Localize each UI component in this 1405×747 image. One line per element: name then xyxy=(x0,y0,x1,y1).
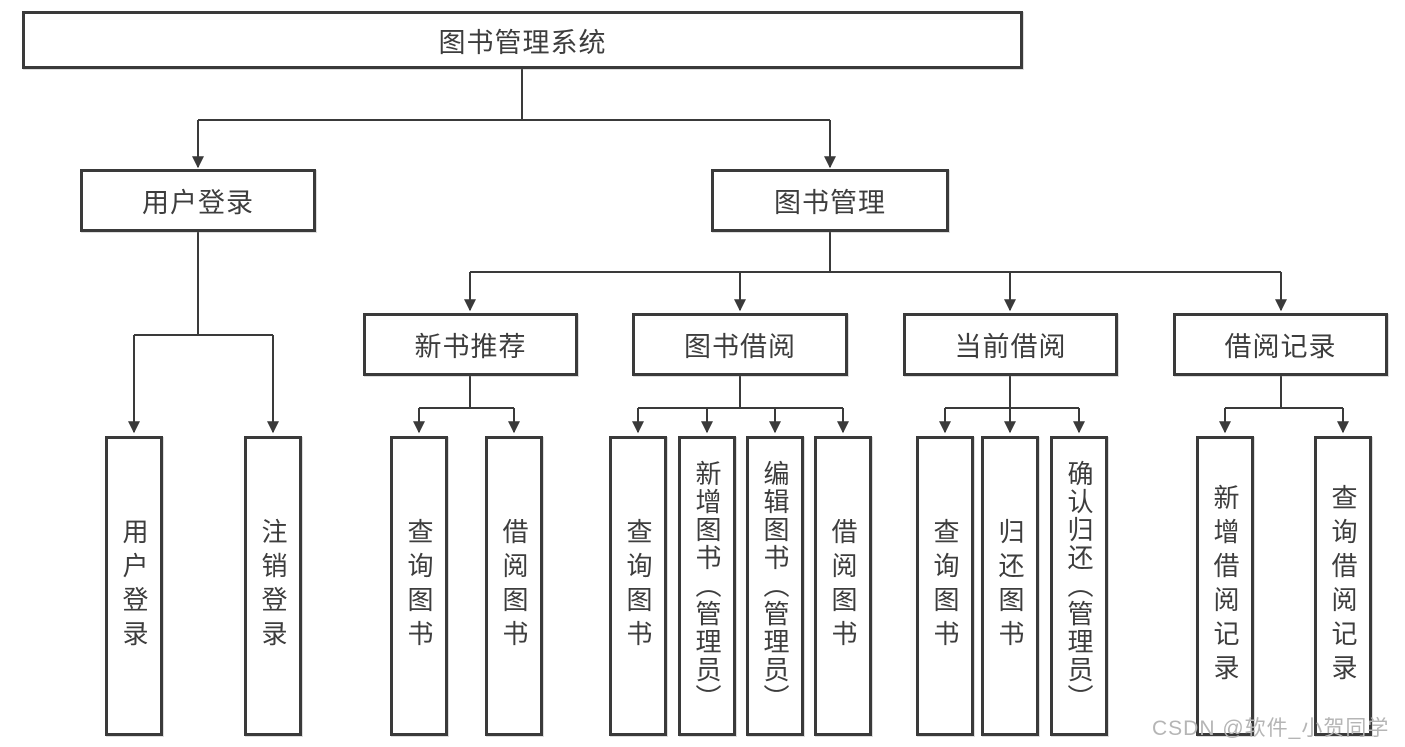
node-label: 新增图书（管理员） xyxy=(692,460,722,712)
node-label: 图书管理 xyxy=(774,188,886,218)
node-current-query-books: 查询图书 xyxy=(916,436,974,736)
node-label: 图书管理系统 xyxy=(438,27,607,58)
node-user-login: 用户登录 xyxy=(80,169,316,232)
connector-book-borrowing-children xyxy=(632,376,849,434)
node-label: 图书借阅 xyxy=(684,332,796,362)
node-borrow-edit-books-admin: 编辑图书（管理员） xyxy=(746,436,804,736)
node-current-borrowing: 当前借阅 xyxy=(903,313,1118,376)
node-leaf-logout: 注销登录 xyxy=(244,436,302,736)
node-root-system: 图书管理系统 xyxy=(22,11,1023,69)
node-recommend-borrow-books: 借阅图书 xyxy=(485,436,543,736)
node-current-confirm-return-admin: 确认归还（管理员） xyxy=(1050,436,1108,736)
node-borrow-query-books: 查询图书 xyxy=(609,436,667,736)
node-new-book-recommendation: 新书推荐 xyxy=(363,313,578,376)
node-borrow-add-books-admin: 新增图书（管理员） xyxy=(678,436,736,736)
node-label: 查询图书 xyxy=(623,518,653,654)
node-records-query-record: 查询借阅记录 xyxy=(1314,436,1372,736)
node-label: 用户登录 xyxy=(119,518,149,654)
connector-user-login-children xyxy=(128,232,279,434)
node-label: 查询借阅记录 xyxy=(1328,484,1358,688)
node-current-return-books: 归还图书 xyxy=(981,436,1039,736)
node-label: 借阅图书 xyxy=(499,518,529,654)
node-label: 新增借阅记录 xyxy=(1210,484,1240,688)
connector-book-management-children xyxy=(464,232,1287,312)
node-book-management: 图书管理 xyxy=(711,169,949,232)
csdn-watermark: CSDN @软件_小贺同学 xyxy=(1152,717,1390,740)
node-label: 查询图书 xyxy=(930,518,960,654)
node-label: 归还图书 xyxy=(995,518,1025,654)
connector-current-borrowing-children xyxy=(939,376,1085,434)
node-label: 查询图书 xyxy=(404,518,434,654)
node-label: 当前借阅 xyxy=(954,332,1067,362)
node-book-borrowing: 图书借阅 xyxy=(632,313,848,376)
node-records-add-record: 新增借阅记录 xyxy=(1196,436,1254,736)
node-label: 编辑图书（管理员） xyxy=(760,460,790,712)
connector-root-to-level2 xyxy=(192,69,836,169)
connector-borrowing-records-children xyxy=(1219,376,1349,434)
node-label: 确认归还（管理员） xyxy=(1064,460,1094,712)
node-label: 借阅记录 xyxy=(1224,332,1337,362)
node-label: 新书推荐 xyxy=(414,332,527,362)
node-borrow-borrow-books: 借阅图书 xyxy=(814,436,872,736)
node-recommend-query-books: 查询图书 xyxy=(390,436,448,736)
node-borrowing-records: 借阅记录 xyxy=(1173,313,1388,376)
node-leaf-user-login: 用户登录 xyxy=(105,436,163,736)
node-label: 用户登录 xyxy=(142,188,254,218)
connector-new-book-children xyxy=(413,376,520,434)
node-label: 注销登录 xyxy=(258,518,288,654)
node-label: 借阅图书 xyxy=(828,518,858,654)
